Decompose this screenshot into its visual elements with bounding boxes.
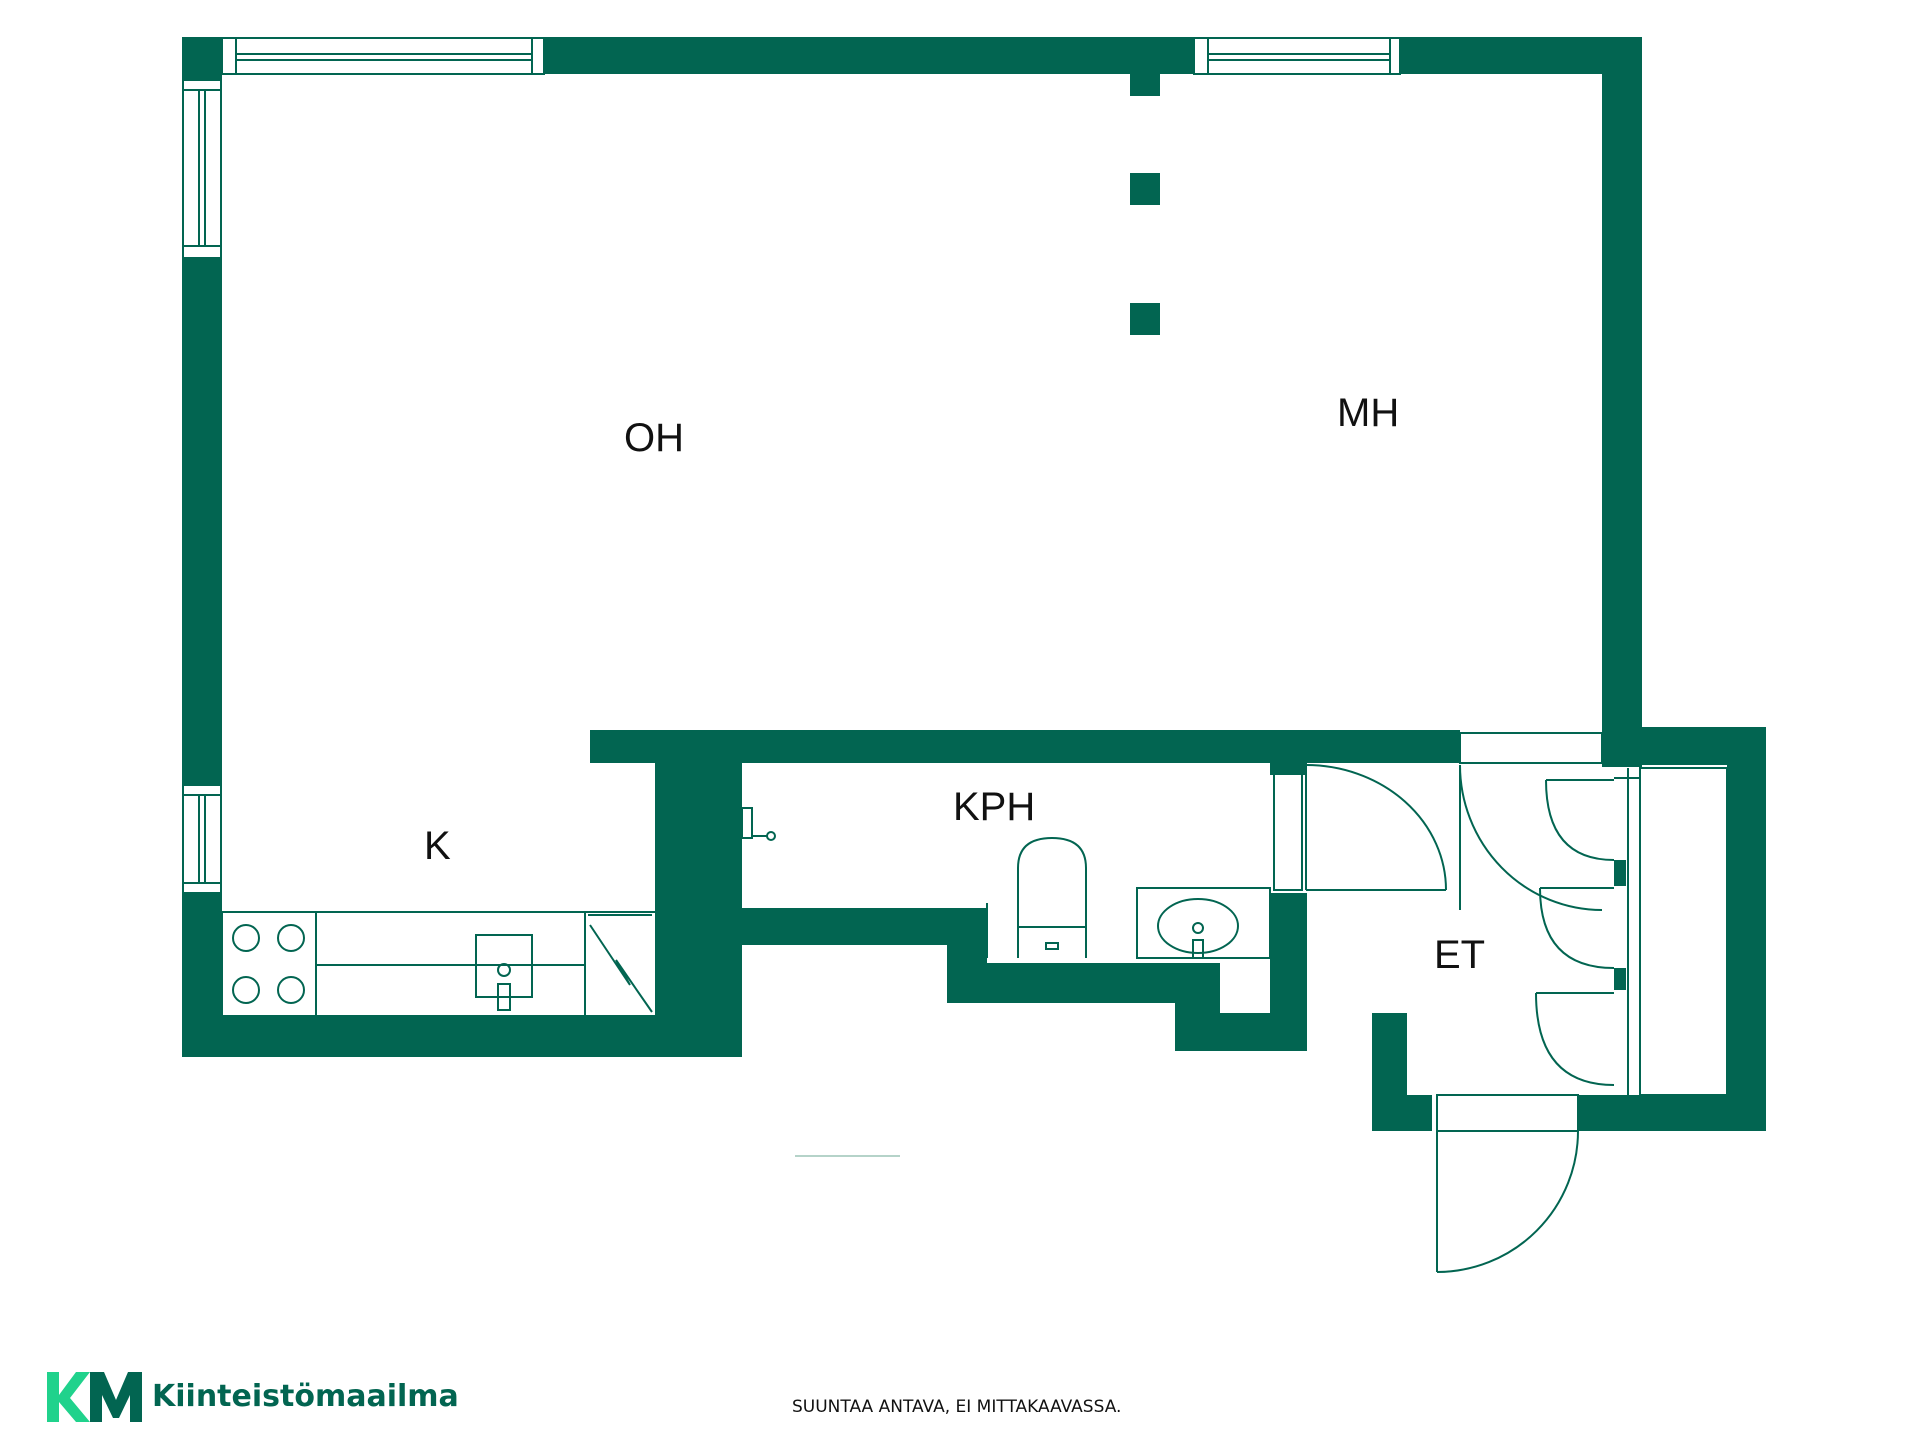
wall-hall-top xyxy=(1602,727,1766,765)
kitchen-counter xyxy=(221,911,657,1017)
windows xyxy=(182,37,1401,894)
wall-right xyxy=(1602,37,1642,767)
wall-bath-hall xyxy=(1270,893,1307,1051)
window-left-bottom xyxy=(182,784,222,894)
wall-bottom-kitchen xyxy=(182,1017,742,1057)
window-top-right xyxy=(1193,37,1401,75)
pillar-1 xyxy=(1130,74,1160,96)
wall-hall-bottom xyxy=(1372,1095,1432,1131)
room-label-mh: MH xyxy=(1337,391,1399,435)
room-label-et: ET xyxy=(1434,933,1485,977)
room-label-k: K xyxy=(424,824,451,868)
room-label-oh: OH xyxy=(624,416,684,460)
pillar-2 xyxy=(1130,173,1160,205)
wall-bath-bottom-left xyxy=(742,908,987,945)
kitchen-sink-icon xyxy=(475,934,533,1011)
brand-logo: Kiinteistömaailma xyxy=(47,1372,459,1422)
km-logo-icon xyxy=(47,1372,142,1422)
bathroom-sink-icon xyxy=(1136,887,1271,959)
window-left-top xyxy=(182,79,222,259)
door-entrance xyxy=(1436,1094,1579,1273)
door-bathroom xyxy=(1273,764,1447,891)
bathroom-tap-icon xyxy=(741,807,776,841)
stove-icon xyxy=(232,924,305,1004)
wall-hall-right xyxy=(1727,727,1766,1131)
disclaimer-text: SUUNTAA ANTAVA, EI MITTAKAAVASSA. xyxy=(792,1397,1121,1417)
wall-kitchen-bath xyxy=(655,750,742,1057)
closet-doors xyxy=(1535,767,1728,1096)
window-top-left xyxy=(221,37,545,75)
pillar-3 xyxy=(1130,303,1160,335)
fridge-icon xyxy=(589,924,653,1013)
brand-name: Kiinteistömaailma xyxy=(152,1379,459,1414)
wall-bath-step-2 xyxy=(947,963,1177,1003)
toilet-icon xyxy=(1017,836,1087,958)
room-label-kph: KPH xyxy=(953,785,1035,829)
door-main-room xyxy=(1459,732,1603,911)
